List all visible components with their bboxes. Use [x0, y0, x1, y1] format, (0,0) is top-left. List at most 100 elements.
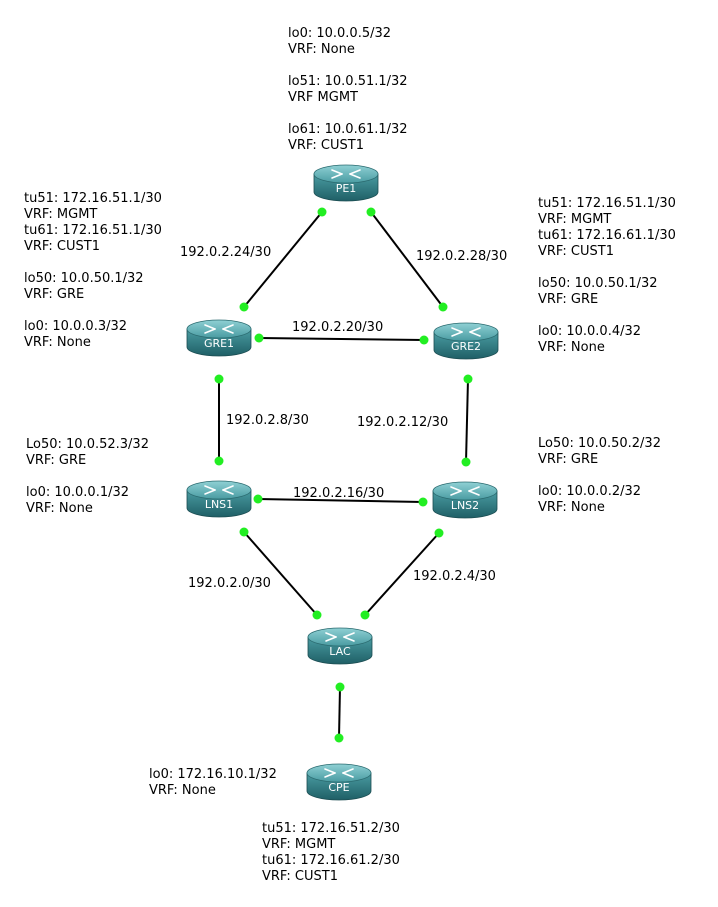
subnet-label: 192.0.2.16/30 — [293, 486, 384, 501]
interface-dot — [418, 497, 428, 507]
interface-dots — [214, 207, 473, 743]
link-gre2-lns2 — [465, 378, 469, 463]
subnet-labels: 192.0.2.24/30 192.0.2.28/30 192.0.2.20/30 1… — [180, 245, 507, 591]
interface-dot — [335, 682, 345, 692]
router-icon — [331, 169, 361, 179]
interface-dot — [214, 456, 224, 466]
annotation-line: lo0: 10.0.0.3/32 — [24, 319, 127, 334]
router-icon — [204, 324, 234, 334]
annotation-line: VRF: CUST1 — [288, 138, 364, 153]
annotation-line: lo50: 10.0.50.1/32 — [24, 271, 144, 286]
link-pe1-gre2 — [370, 211, 444, 308]
annotation-line: VRF: GRE — [24, 287, 84, 302]
interface-dot — [239, 302, 249, 312]
annotation-line: VRF: None — [538, 500, 605, 515]
router-icon — [324, 768, 354, 778]
router-gre2[interactable]: GRE2 — [433, 322, 499, 360]
annotation-line: VRF: GRE — [26, 453, 86, 468]
interface-dot — [434, 528, 444, 538]
router-pe1[interactable]: PE1 — [313, 164, 379, 202]
annotation-line: VRF MGMT — [288, 90, 358, 105]
interface-dot — [334, 733, 344, 743]
interface-dot — [419, 335, 429, 345]
annotation-line: lo0: 10.0.0.4/32 — [538, 324, 641, 339]
link-lns1-lns2 — [257, 498, 424, 503]
links — [218, 211, 469, 739]
interface-dot — [360, 610, 370, 620]
router-label: CPE — [328, 781, 349, 794]
link-lns2-lac — [364, 532, 440, 616]
annotation-line: lo0: 10.0.0.5/32 — [288, 26, 391, 41]
annotation-line: tu51: 172.16.51.2/30 — [262, 821, 400, 836]
link-lac-cpe — [338, 686, 341, 739]
interface-dot — [366, 207, 376, 217]
annotation-line: lo61: 10.0.61.1/32 — [288, 122, 408, 137]
router-cpe[interactable]: CPE — [306, 763, 372, 801]
link-lns1-lac — [243, 531, 318, 616]
router-label: LAC — [329, 645, 351, 658]
annotation-line: VRF: MGMT — [262, 837, 335, 852]
annotation-line: VRF: CUST1 — [262, 869, 338, 884]
annotation-line: VRF: CUST1 — [24, 239, 100, 254]
link-gre1-gre2 — [258, 337, 425, 341]
annotation-line: lo51: 10.0.51.1/32 — [288, 74, 408, 89]
annotation-line: lo0: 10.0.0.1/32 — [26, 485, 129, 500]
router-lns2[interactable]: LNS2 — [432, 481, 498, 519]
interface-dot — [214, 374, 224, 384]
router-label: PE1 — [336, 182, 357, 195]
annotation-line: tu61: 172.16.61.1/30 — [538, 228, 676, 243]
router-lns1[interactable]: LNS1 — [186, 480, 252, 518]
router-label: LNS1 — [205, 498, 233, 511]
subnet-label: 192.0.2.4/30 — [413, 569, 496, 584]
subnet-label: 192.0.2.20/30 — [292, 320, 383, 335]
annotation-line: tu61: 172.16.61.2/30 — [262, 853, 400, 868]
annotation-line: VRF: MGMT — [538, 212, 611, 227]
interface-dot — [463, 374, 473, 384]
subnet-label: 192.0.2.24/30 — [180, 245, 271, 260]
interface-dot — [438, 302, 448, 312]
router-icon — [450, 486, 480, 496]
router-icon — [204, 485, 234, 495]
annotation-line: lo0: 172.16.10.1/32 — [149, 767, 277, 782]
annotation-line: Lo50: 10.0.50.2/32 — [538, 436, 661, 451]
annotation-line: VRF: None — [24, 335, 91, 350]
annotation-line: Lo50: 10.0.52.3/32 — [26, 437, 149, 452]
subnet-label: 192.0.2.12/30 — [357, 415, 448, 430]
annotation-line: lo50: 10.0.50.1/32 — [538, 276, 658, 291]
router-icon — [325, 632, 355, 642]
annotation-line: tu51: 172.16.51.1/30 — [24, 191, 162, 206]
interface-dot — [461, 457, 471, 467]
interface-dot — [253, 494, 263, 504]
annotation-line: VRF: CUST1 — [538, 244, 614, 259]
router-label: GRE1 — [204, 337, 234, 350]
annotation-line: tu51: 172.16.51.1/30 — [538, 196, 676, 211]
annotation-line: VRF: None — [149, 783, 216, 798]
interface-dot — [312, 610, 322, 620]
router-gre1[interactable]: GRE1 — [186, 319, 252, 357]
subnet-label: 192.0.2.28/30 — [416, 249, 507, 264]
router-label: GRE2 — [451, 340, 481, 353]
annotation-line: lo0: 10.0.0.2/32 — [538, 484, 641, 499]
router-lac[interactable]: LAC — [307, 627, 373, 665]
interface-dot — [317, 207, 327, 217]
subnet-label: 192.0.2.8/30 — [226, 413, 309, 428]
annotation-line: VRF: MGMT — [24, 207, 97, 222]
router-label: LNS2 — [451, 499, 479, 512]
interface-dot — [254, 333, 264, 343]
annotation-line: VRF: None — [538, 340, 605, 355]
router-icon — [451, 327, 481, 337]
annotation-line: VRF: None — [288, 42, 355, 57]
annotation-line: tu61: 172.16.51.1/30 — [24, 223, 162, 238]
link-pe1-gre1 — [243, 211, 323, 308]
annotation-line: VRF: GRE — [538, 292, 598, 307]
interface-dot — [239, 527, 249, 537]
